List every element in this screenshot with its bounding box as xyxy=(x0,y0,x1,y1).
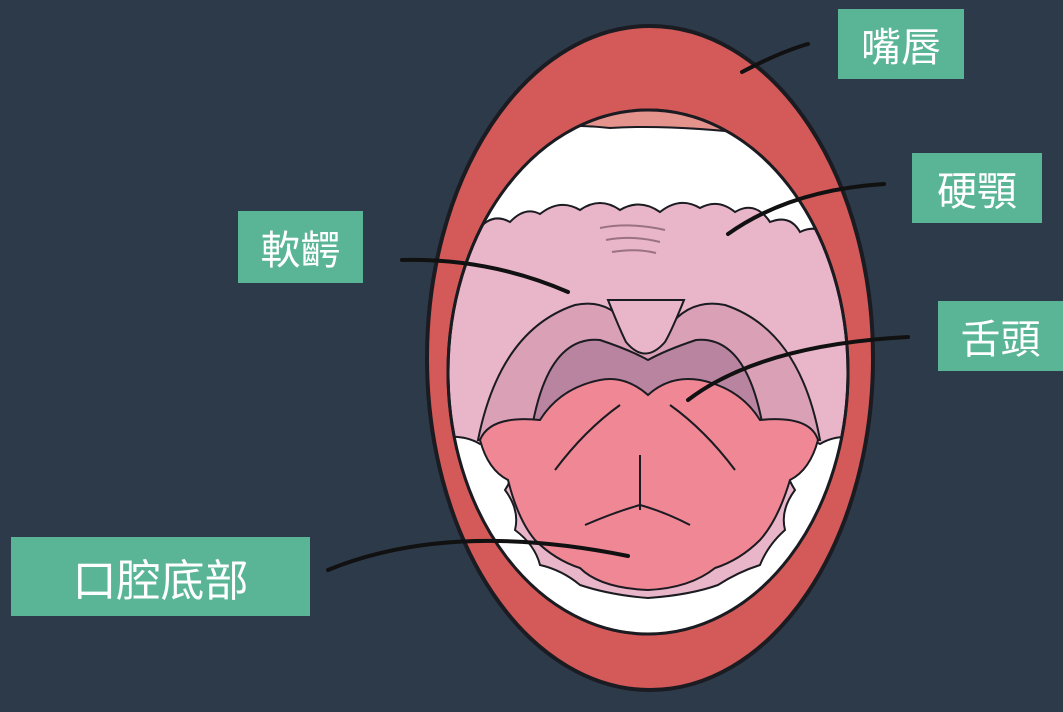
hard-palate-label: 硬顎 xyxy=(912,153,1042,223)
floor-of-mouth-label: 口腔底部 xyxy=(11,537,310,616)
tongue-label: 舌頭 xyxy=(938,301,1063,371)
soft-palate-label: 軟齶 xyxy=(238,211,363,283)
lips-leader-line xyxy=(742,44,808,72)
lips-label: 嘴唇 xyxy=(838,9,964,79)
